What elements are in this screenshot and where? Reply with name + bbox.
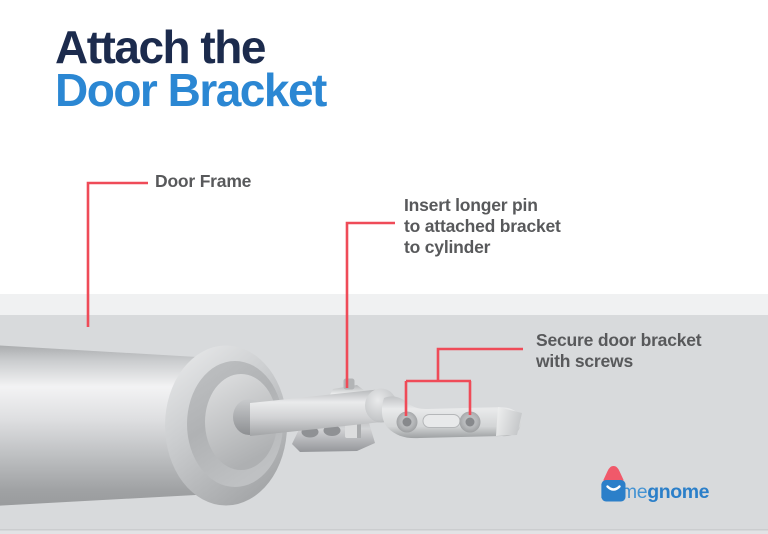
pointer-line-insert-pin [345,221,395,388]
page-title: Attach the Door Bracket [55,21,327,116]
callout-door-frame: Door Frame [155,171,251,192]
callout-door-frame-text: Door Frame [155,171,252,191]
bracket-end-face [496,407,522,436]
callout-insert-pin-line-2: to attached bracket [404,216,561,236]
bracket-screw-left [396,411,418,433]
callout-secure-line-1: Secure door bracket [536,330,702,350]
title-line-2: Door Bracket [55,64,327,116]
callout-secure-bracket: Secure door bracket with screws [536,330,702,372]
callout-secure-line-2: with screws [536,351,634,371]
longer-pin [343,378,355,390]
smile-icon [606,485,621,491]
bracket-screw-right [459,411,481,433]
homegnome-logo: homegnome [600,464,710,505]
pointer-line-door-frame [86,181,148,327]
logo-text-gnome: gnome [647,481,710,503]
bracket-slot [422,414,461,428]
callout-insert-pin: Insert longer pin to attached bracket to… [404,195,561,258]
callout-insert-pin-line-1: Insert longer pin [404,195,538,215]
callout-insert-pin-line-3: to cylinder [404,237,491,257]
house-logo-icon [601,466,626,502]
door-frame-edge-strip [0,294,768,315]
cylinder-end-cap [165,345,287,506]
frame-bottom-line [0,529,768,531]
title-line-1: Attach the [55,21,266,73]
door-bracket [381,396,522,439]
closer-cylinder [0,345,214,506]
pointer-line-secure-screws [404,347,523,416]
frame-bottom-strip [0,530,768,534]
